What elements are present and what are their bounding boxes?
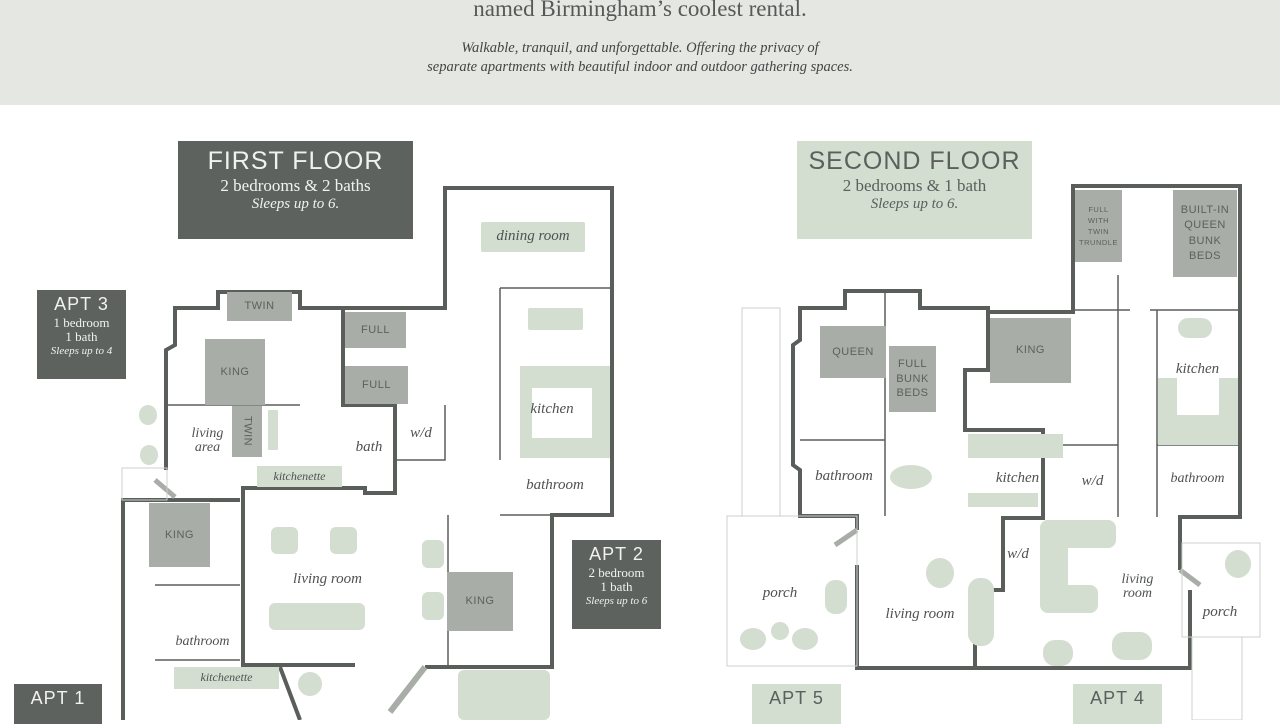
bed-full-bunk: FULL BUNK BEDS: [889, 346, 936, 412]
plant: [140, 445, 158, 465]
dining-table: [481, 222, 585, 252]
porch-chair: [792, 628, 818, 650]
apt3-box: APT 3 1 bedroom 1 bath Sleeps up to 4: [37, 290, 126, 379]
bed-full: FULL: [345, 366, 408, 404]
apt4-title: APT 4: [1090, 688, 1145, 708]
second-floor-sleeps: Sleeps up to 6.: [870, 196, 959, 212]
porch-bench: [825, 580, 847, 614]
second-floor-rooms: 2 bedrooms & 1 bath: [842, 176, 987, 195]
apt4-box: APT 4: [1073, 684, 1162, 724]
room-label-bathroom: bathroom: [1170, 471, 1225, 486]
bed-king: KING: [149, 503, 210, 567]
room-label-wd: w/d: [1007, 546, 1029, 562]
room-label-living-room: living room: [885, 606, 955, 622]
kitchen-counter-inner: [532, 388, 592, 438]
apt5-title: APT 5: [769, 688, 824, 708]
kitchen-table: [528, 308, 583, 330]
room-label-bathroom: bathroom: [815, 468, 873, 484]
header-band: named Birmingham’s coolest rental. Walka…: [0, 0, 1280, 105]
room-label-living-area: living area: [191, 426, 224, 455]
porch-chair: [740, 628, 766, 650]
apt1-title: APT 1: [30, 688, 86, 708]
armchair: [330, 527, 357, 554]
bed-queen: QUEEN: [820, 326, 886, 378]
room-label-living-room: living room: [292, 571, 363, 587]
first-floor-sleeps: Sleeps up to 6.: [251, 196, 340, 212]
room-label-wd: w/d: [1081, 473, 1104, 489]
apt1-box: APT 1: [14, 684, 102, 724]
chair: [1112, 632, 1152, 660]
room-label-bathroom: bathroom: [526, 477, 584, 493]
bed-twin: TWIN: [232, 406, 262, 457]
porch-table: [771, 622, 789, 640]
apt3-sleeps: Sleeps up to 4: [50, 345, 113, 358]
bed-king: KING: [990, 318, 1071, 383]
dining-table: [890, 465, 932, 489]
bed-queen-bunk: BUILT-IN QUEEN BUNK BEDS: [1173, 190, 1237, 277]
sofa: [458, 670, 550, 720]
room-label-kitchen: kitchen: [530, 401, 574, 417]
bed-king: KING: [205, 339, 265, 405]
headline: named Birmingham’s coolest rental.: [473, 0, 807, 21]
room-label-wd: w/d: [410, 425, 432, 441]
apt2-box: APT 2 2 bedroom 1 bath Sleeps up to 6: [572, 540, 661, 629]
porch-chair: [1225, 550, 1251, 578]
kitchen-counter: [968, 434, 1063, 458]
room-label-dining: dining room: [496, 228, 570, 244]
bed-full-trundle: FULL WITH TWIN TRUNDLE: [1075, 190, 1122, 262]
chair: [926, 558, 954, 588]
plant: [298, 672, 322, 696]
kitchen-counter: [968, 493, 1038, 507]
room-label-kitchenette: kitchenette: [273, 469, 326, 483]
sectional-sofa: [1040, 585, 1098, 613]
room-label-living-room: living room: [1121, 572, 1154, 601]
bed-king: KING: [447, 572, 513, 631]
room-label-bath: bath: [355, 439, 383, 455]
table: [268, 410, 278, 450]
kitchen-counter-inner: [1177, 378, 1219, 415]
subtitle-line-1: Walkable, tranquil, and unforgettable. O…: [461, 40, 819, 56]
dining-table: [1178, 318, 1212, 338]
sofa: [968, 578, 994, 646]
second-floor-title: SECOND FLOOR: [808, 147, 1021, 175]
room-label-kitchen: kitchen: [1175, 361, 1220, 377]
apt2-sleeps: Sleeps up to 6: [585, 595, 648, 608]
room-label-kitchen: kitchen: [995, 470, 1040, 486]
bed-twin: TWIN: [227, 292, 292, 321]
first-floor-rooms: 2 bedrooms & 2 baths: [220, 176, 371, 195]
apt2-bedrooms: 2 bedroom: [588, 564, 645, 580]
armchair: [271, 527, 298, 554]
apt2-baths: 1 bath: [600, 578, 633, 594]
chair: [1043, 640, 1073, 666]
bed-full: FULL: [345, 312, 406, 348]
subtitle-line-2: separate apartments with beautiful indoo…: [427, 59, 853, 75]
chair: [422, 592, 444, 620]
sofa: [269, 603, 365, 630]
apt5-box: APT 5: [752, 684, 841, 724]
first-floor-box: FIRST FLOOR 2 bedrooms & 2 baths Sleeps …: [178, 141, 413, 239]
room-label-porch: porch: [762, 585, 798, 601]
plant: [139, 405, 157, 425]
apt3-baths: 1 bath: [65, 328, 98, 344]
room-label-kitchenette: kitchenette: [200, 670, 253, 684]
room-label-bathroom: bathroom: [175, 634, 230, 649]
chair: [422, 540, 444, 568]
apt3-title: APT 3: [54, 294, 109, 314]
room-label-porch: porch: [1202, 604, 1238, 620]
kitchenette-counter: [174, 667, 279, 689]
apt2-title: APT 2: [589, 544, 644, 564]
second-floor-box: SECOND FLOOR 2 bedrooms & 1 bath Sleeps …: [797, 141, 1032, 239]
kitchenette-counter: [257, 466, 342, 487]
apt3-bedrooms: 1 bedroom: [53, 314, 110, 330]
first-floor-title: FIRST FLOOR: [207, 147, 384, 175]
